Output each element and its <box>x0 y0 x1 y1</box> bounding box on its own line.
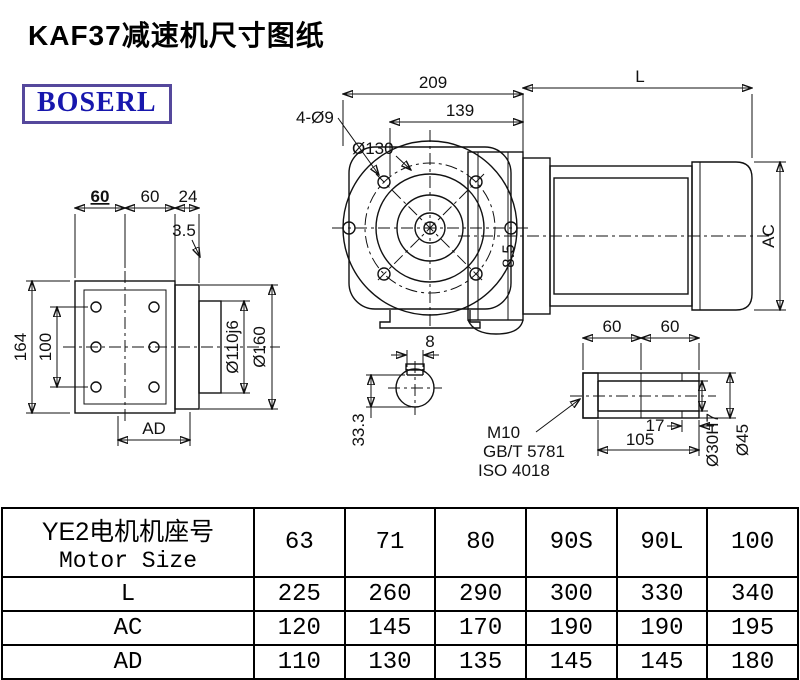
dim-100-label: 100 <box>36 333 55 361</box>
table-row-AD: AD 110 130 135 145 145 180 <box>1 644 799 680</box>
L-value: 330 <box>615 576 709 612</box>
AC-value: 170 <box>434 610 527 646</box>
table-row-L: L 225 260 290 300 330 340 <box>1 576 799 612</box>
dim-AD-label: AD <box>142 419 166 438</box>
thread-m10-label: M10 <box>487 423 520 442</box>
dim-d45-label: Ø45 <box>733 424 752 456</box>
L-value: 290 <box>434 576 527 612</box>
size-col-71: 71 <box>343 507 437 578</box>
L-value: 300 <box>524 576 618 612</box>
L-value: 340 <box>706 576 799 612</box>
technical-drawing: 209 139 4-Ø9 Ø130 8.5 L AC <box>11 67 786 480</box>
row-label-AC: AC <box>1 610 255 646</box>
AC-value: 190 <box>524 610 618 646</box>
table-row-AC: AC 120 145 170 190 190 195 <box>1 610 799 646</box>
front-flange-view: 209 139 4-Ø9 Ø130 8.5 <box>296 73 528 329</box>
dim-105-label: 105 <box>626 430 654 449</box>
dim-AC-label: AC <box>759 224 778 248</box>
side-view-gearmotor: L AC <box>458 67 786 335</box>
boserl-logo-text: BOSERL <box>37 87 157 118</box>
dim-L-label: L <box>635 67 644 86</box>
size-col-100: 100 <box>706 507 799 578</box>
header-motor-size-cell: YE2电机机座号 Motor Size <box>1 507 255 578</box>
size-col-90l: 90L <box>615 507 709 578</box>
AD-value: 130 <box>343 644 437 680</box>
dim-139-label: 139 <box>446 101 474 120</box>
std-iso4018-label: ISO 4018 <box>478 461 550 480</box>
row-label-L: L <box>1 576 255 612</box>
L-value: 225 <box>253 576 346 612</box>
dim-d160-label: Ø160 <box>250 326 269 368</box>
table-header-row: YE2电机机座号 Motor Size 63 71 80 90S 90L 100 <box>1 507 799 578</box>
dim-d30h7-label: Ø30H7 <box>703 413 722 467</box>
size-col-80: 80 <box>434 507 527 578</box>
dim-60-left-label: 60 <box>91 187 110 206</box>
AD-value: 110 <box>253 644 346 680</box>
size-col-63: 63 <box>253 507 346 578</box>
motor-size-table: YE2电机机座号 Motor Size 63 71 80 90S 90L 100… <box>1 507 799 680</box>
AC-value: 120 <box>253 610 346 646</box>
header-motor-size-cn: YE2电机机座号 <box>41 517 215 546</box>
AC-value: 195 <box>706 610 799 646</box>
dim-8-label: 8 <box>425 332 434 351</box>
bolt-circle-d130-label: Ø130 <box>352 139 394 158</box>
dim-d110j6-label: Ø110j6 <box>223 320 242 374</box>
hollow-shaft-detail-view: 60 60 17 105 Ø30H7 Ø45 <box>570 317 752 467</box>
AD-value: 145 <box>524 644 618 680</box>
mounting-flange-view: 60 60 24 3.5 164 100 AD Ø110j6 Ø160 <box>11 187 280 446</box>
AD-value: 145 <box>615 644 709 680</box>
AD-value: 135 <box>434 644 527 680</box>
AC-value: 190 <box>615 610 709 646</box>
boserl-logo: BOSERL <box>22 84 172 124</box>
dim-164-label: 164 <box>11 333 30 361</box>
header-motor-size-en: Motor Size <box>58 547 198 574</box>
dim-209-label: 209 <box>419 73 447 92</box>
shaft-dim-60-right-label: 60 <box>661 317 680 336</box>
page-title: KAF37减速机尺寸图纸 <box>28 20 325 51</box>
std-gbt5781-label: GB/T 5781 <box>483 442 565 461</box>
shaft-dim-60-left-label: 60 <box>603 317 622 336</box>
L-value: 260 <box>343 576 437 612</box>
holes-4xd9-label: 4-Ø9 <box>296 108 334 127</box>
row-label-AD: AD <box>1 644 255 680</box>
AC-value: 145 <box>343 610 437 646</box>
AD-value: 180 <box>706 644 799 680</box>
dim-24-label: 24 <box>179 187 198 206</box>
dim-33-3-label: 33.3 <box>349 413 368 446</box>
dim-3-5-label: 3.5 <box>172 221 196 240</box>
dim-17-label: 17 <box>646 416 665 435</box>
shaft-end-keyway-view: 8 33.3 M10 GB/T 5781 ISO 4018 <box>349 332 580 480</box>
size-col-90s: 90S <box>524 507 618 578</box>
dim-60-right-label: 60 <box>141 187 160 206</box>
